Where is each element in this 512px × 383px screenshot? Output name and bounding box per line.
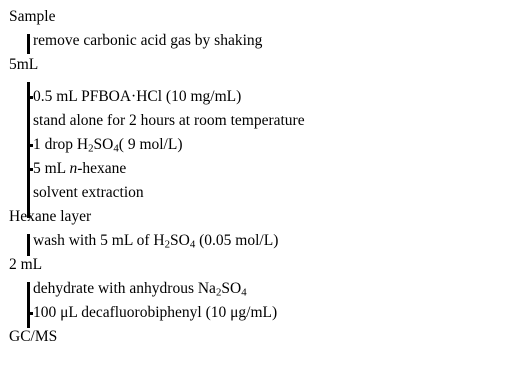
step-stand-alone: stand alone for 2 hours at room temperat… (33, 112, 305, 129)
step-add-n-hexane: 5 mL n-hexane (33, 160, 127, 177)
flow-connector-4 (27, 282, 30, 328)
step-wash-h2so4: wash with 5 mL of H2SO4 (0.05 mol/L) (33, 232, 279, 251)
addition-tick-pfboa (27, 96, 33, 99)
stage-hexane-layer: Hexane layer (9, 208, 92, 225)
step-add-pfboa: 0.5 mL PFBOA·HCl (10 mg/mL) (33, 88, 242, 105)
flow-connector-3 (27, 234, 30, 256)
step-add-h2so4: 1 drop H2SO4( 9 mol/L) (33, 136, 183, 155)
flow-connector-2 (27, 82, 30, 218)
addition-tick-h2so4 (27, 144, 33, 147)
stage-gcms: GC/MS (9, 328, 58, 345)
stage-5ml: 5mL (9, 56, 39, 73)
stage-sample: Sample (9, 8, 56, 25)
step-solvent-extraction: solvent extraction (33, 184, 144, 201)
step-dehydrate: dehydrate with anhydrous Na2SO4 (33, 280, 247, 299)
step-add-decafluorobiphenyl: 100 μL decafluorobiphenyl (10 μg/mL) (33, 304, 278, 321)
addition-tick-decafluorobiphenyl (27, 312, 33, 315)
step-remove-carbonic-acid-gas: remove carbonic acid gas by shaking (33, 32, 263, 49)
addition-tick-hexane (27, 168, 33, 171)
stage-2ml: 2 mL (9, 256, 43, 273)
flow-connector-1 (27, 34, 30, 54)
